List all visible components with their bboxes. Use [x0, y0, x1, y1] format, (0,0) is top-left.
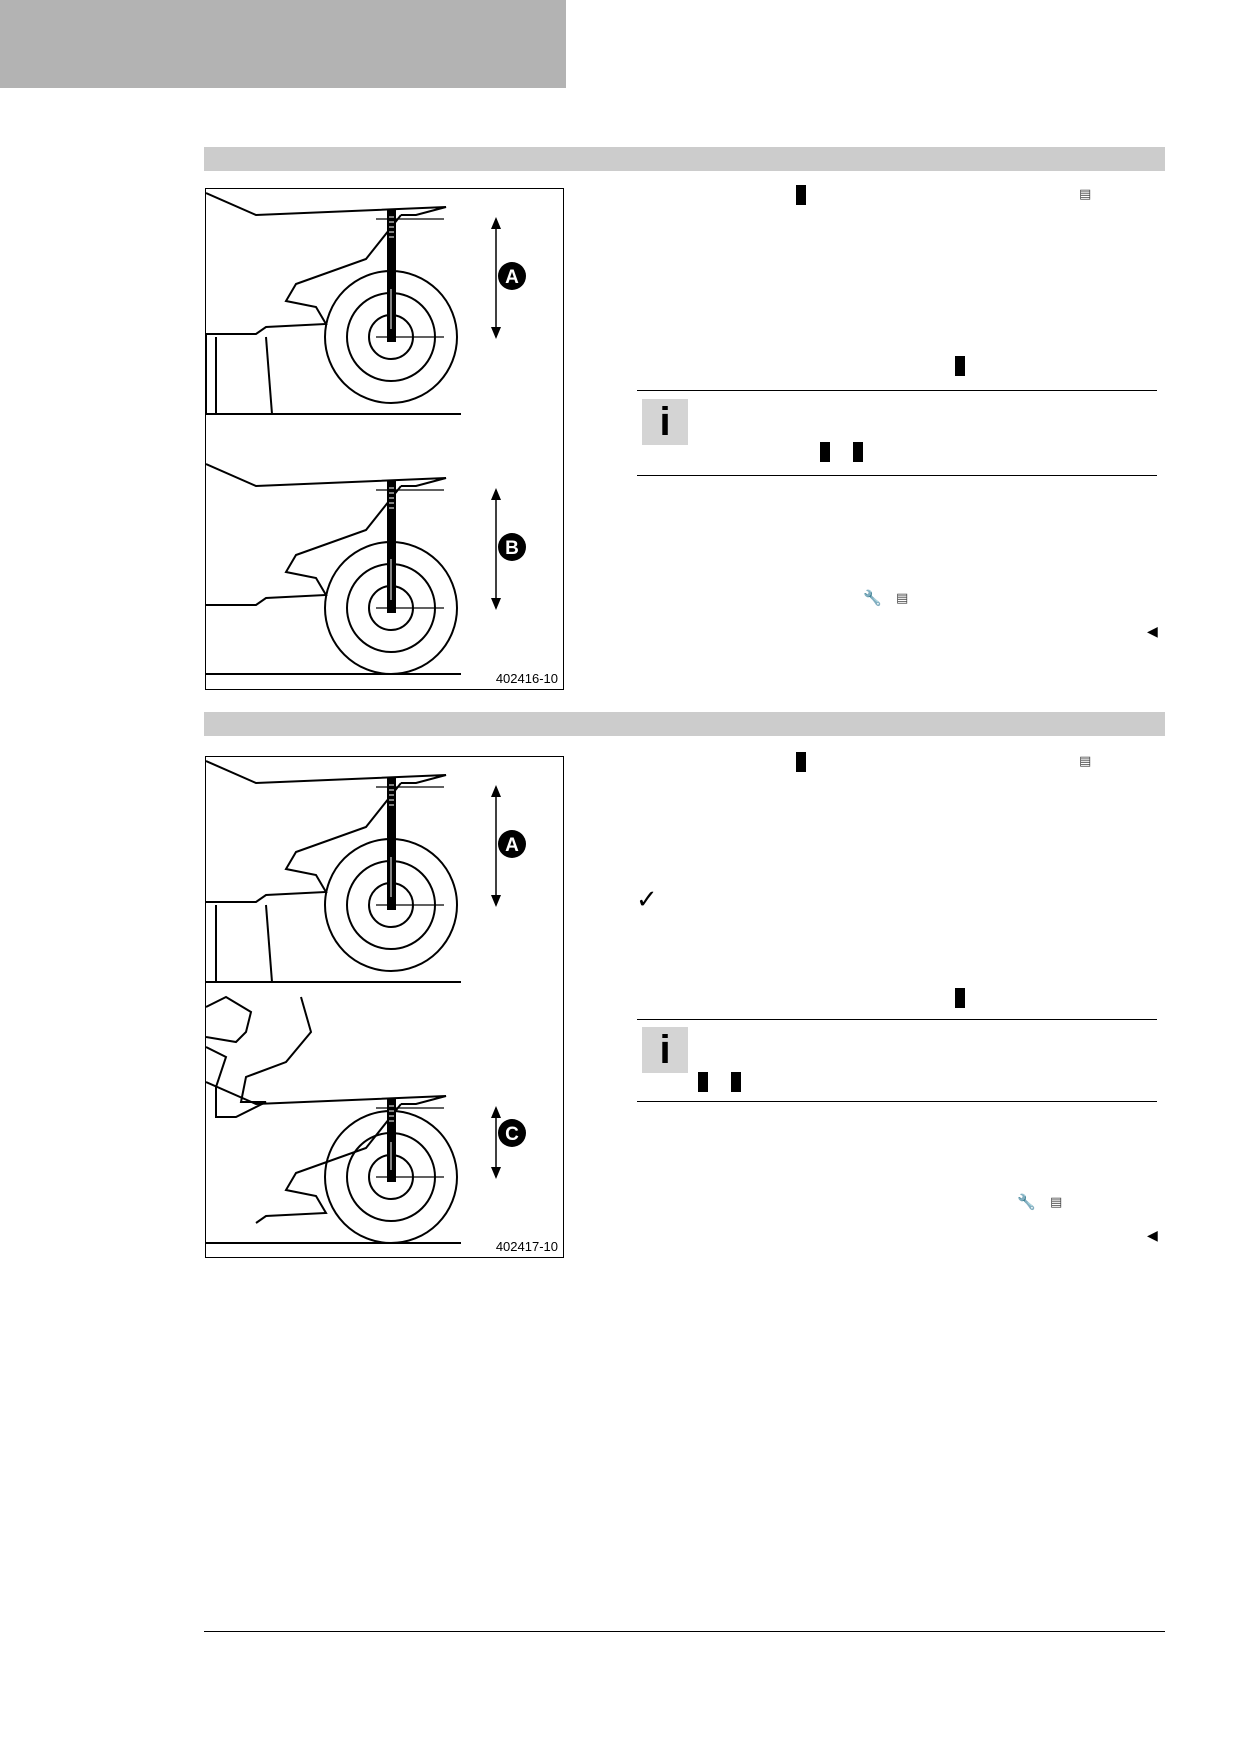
info-icon: i	[642, 1027, 688, 1073]
redacted-mark	[731, 1072, 741, 1092]
end-of-procedure-icon: ◀	[1147, 624, 1158, 640]
figure-2: A C 402417-10	[205, 756, 564, 1258]
label-circle-a2	[498, 830, 526, 858]
note-rule-top	[637, 390, 1157, 391]
redacted-mark	[955, 356, 965, 376]
label-b: B	[505, 538, 519, 559]
figure-1: A B 402416-10	[205, 188, 564, 690]
footer-rule	[204, 1631, 1165, 1632]
manual-reference-icon[interactable]: ▤	[1079, 187, 1092, 202]
label-circle-c	[498, 1119, 526, 1147]
manual-reference-icon[interactable]: ▤	[1050, 1195, 1063, 1210]
section-bar-1	[204, 147, 1165, 171]
label-a1: A	[505, 267, 519, 288]
manual-reference-icon[interactable]: ▤	[1079, 754, 1092, 769]
figure-2-drawing: A C	[206, 760, 526, 1244]
section-bar-2	[204, 712, 1165, 736]
figure-1-drawing: A B	[206, 192, 526, 675]
measuring-rule-c	[387, 1098, 396, 1182]
redacted-mark	[853, 442, 863, 462]
rear-suspension-unloaded	[206, 760, 501, 983]
wrench-icon: 🔧	[863, 589, 882, 607]
note-rule-bottom	[637, 475, 1157, 476]
note-rule-bottom	[637, 1101, 1157, 1102]
measuring-rule-a1	[387, 209, 396, 342]
label-a2: A	[505, 835, 519, 856]
rear-suspension-with-rider	[206, 995, 501, 1244]
rear-suspension-loaded	[206, 463, 501, 675]
label-circle-a1	[498, 262, 526, 290]
label-circle-b	[498, 533, 526, 561]
figure-2-id: 402417-10	[495, 1239, 558, 1254]
label-c: C	[505, 1124, 519, 1145]
checkmark-icon: ✓	[636, 885, 658, 915]
info-icon: i	[642, 399, 688, 445]
header-block	[0, 0, 566, 88]
redacted-mark	[698, 1072, 708, 1092]
measuring-rule-a2	[387, 777, 396, 910]
manual-reference-icon[interactable]: ▤	[896, 591, 909, 606]
redacted-mark	[955, 988, 965, 1008]
wrench-icon: 🔧	[1017, 1193, 1036, 1211]
rear-suspension-unloaded	[206, 192, 501, 415]
redacted-mark	[796, 185, 806, 205]
figure-1-id: 402416-10	[495, 671, 558, 686]
end-of-procedure-icon: ◀	[1147, 1228, 1158, 1244]
redacted-mark	[796, 752, 806, 772]
note-rule-top	[637, 1019, 1157, 1020]
redacted-mark	[820, 442, 830, 462]
measuring-rule-b	[387, 480, 396, 613]
